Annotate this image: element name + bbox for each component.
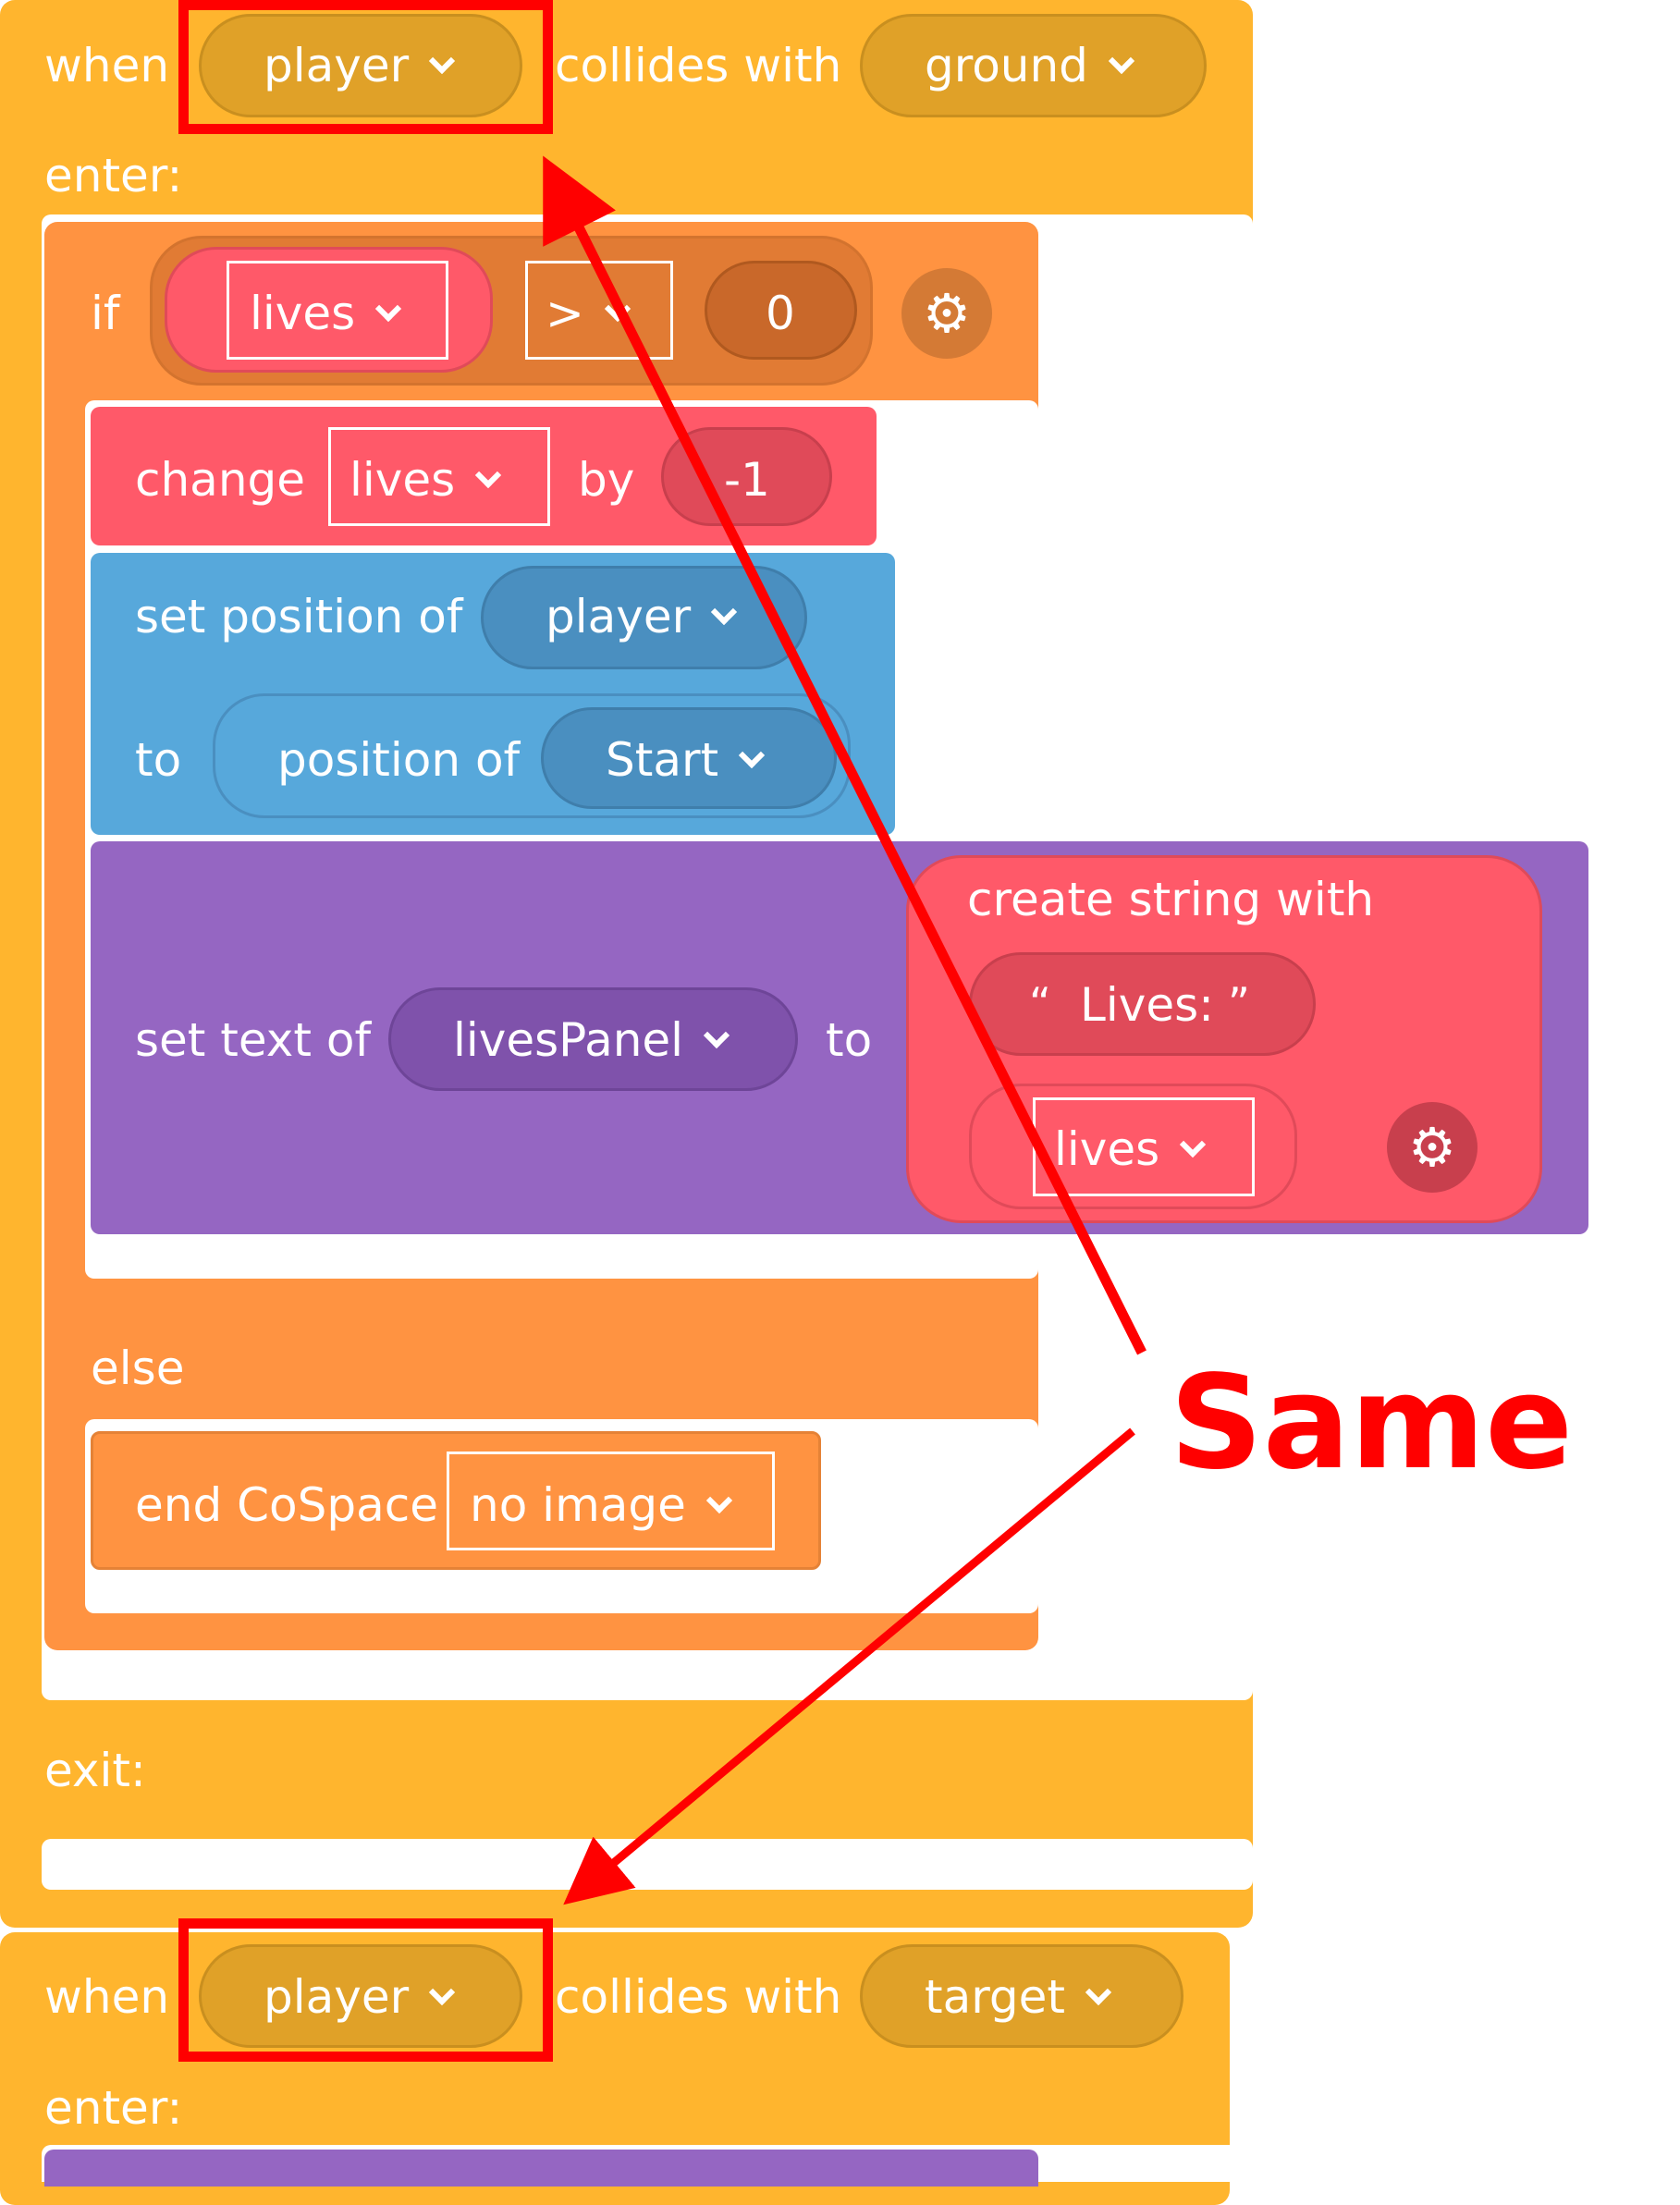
set-position-label: set position of (135, 590, 463, 643)
object-a-value: player (264, 43, 456, 89)
string-literal-field[interactable] (969, 952, 1316, 1056)
to-label: to (135, 733, 182, 787)
object-b-value: ground (925, 43, 1135, 89)
collides-with-label: collides with (555, 39, 842, 92)
when-label: when (44, 1970, 170, 2024)
close-quote: ” (1228, 978, 1250, 1028)
end-cospace-label: end CoSpace (135, 1478, 438, 1532)
change-amount-value: -1 (724, 453, 770, 507)
arrow-to-bottom-box (563, 1427, 1135, 1905)
change-label: change (135, 453, 306, 507)
if-label: if (91, 287, 120, 340)
create-string-label: create string with (967, 873, 1375, 926)
enter-label: enter: (44, 149, 183, 202)
when-label: when (44, 39, 170, 92)
comparison-left-pill (165, 247, 493, 373)
gear-icon[interactable]: ⚙ (901, 268, 992, 359)
lives-variable-dropdown[interactable] (227, 261, 448, 360)
end-image-value: no image (470, 1482, 733, 1528)
open-quote: “ (1029, 978, 1051, 1028)
end-cospace-block[interactable] (91, 1431, 821, 1570)
end-image-dropdown[interactable] (447, 1452, 775, 1550)
change-variable-value: lives (349, 457, 502, 503)
event-block-ground-exit-slot (42, 1839, 1253, 1890)
object-a-value: player (264, 1974, 456, 2020)
operator-value: > (546, 290, 632, 337)
object-b-dropdown[interactable] (860, 1944, 1183, 2048)
arrow-to-top-box (543, 155, 1147, 1355)
lives-variable-value: lives (250, 290, 402, 337)
compare-value-field[interactable] (705, 261, 857, 360)
object-b-dropdown[interactable] (860, 14, 1207, 117)
set-text-object-dropdown[interactable] (388, 987, 798, 1091)
gear-icon[interactable]: ⚙ (1387, 1102, 1478, 1193)
by-label: by (578, 453, 635, 507)
set-position-object-value: player (546, 594, 738, 640)
string-literal-value: Lives: (1080, 978, 1214, 1032)
object-a-dropdown[interactable] (199, 1944, 522, 2048)
else-label: else (91, 1341, 185, 1395)
position-target-dropdown[interactable] (541, 707, 837, 809)
highlight-box-bottom (178, 1918, 553, 2062)
exit-label: exit: (44, 1744, 146, 1797)
set-text-to-label: to (826, 1013, 873, 1067)
set-text-object-value: livesPanel (453, 1017, 730, 1063)
highlight-box-top (178, 0, 553, 134)
string-variable-slot[interactable] (969, 1084, 1297, 1209)
event-block-ground-exit-bar (42, 1700, 1253, 1839)
position-of-label: position of (277, 733, 521, 787)
collides-with-label: collides with (555, 1970, 842, 2024)
object-b-value: target (925, 1974, 1112, 2020)
position-target-value: Start (606, 737, 766, 783)
annotation-label: Same (1170, 1348, 1574, 1499)
enter-label: enter: (44, 2081, 183, 2135)
string-variable-value: lives (1054, 1126, 1207, 1172)
compare-value: 0 (766, 287, 795, 340)
object-a-dropdown[interactable] (199, 14, 522, 117)
change-variable-dropdown[interactable] (328, 427, 550, 526)
set-text-label: set text of (135, 1013, 372, 1067)
